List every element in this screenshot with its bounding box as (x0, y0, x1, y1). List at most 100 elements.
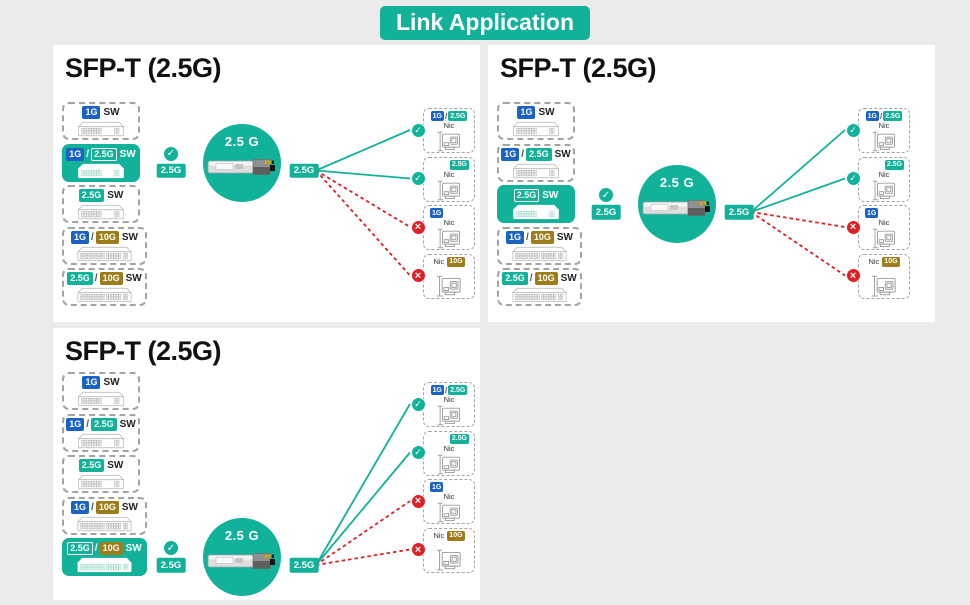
nic-label: Nic (878, 169, 890, 179)
nic-label: Nic (878, 218, 890, 227)
link-line-ok (750, 129, 846, 213)
link-line-fail (315, 500, 411, 566)
nic-card-icon (437, 228, 460, 249)
sfp-module-svg (207, 553, 275, 569)
ok-check-icon: ✓ (845, 171, 861, 186)
link-line-fail (315, 169, 411, 277)
panel-title: SFP-T (2.5G) (65, 53, 222, 83)
speed-badge-2.5g: 2.5G (67, 542, 93, 555)
speed-badge-10g: 10G (447, 256, 465, 267)
switch-suffix-label: SW (107, 190, 124, 201)
nic-card-icon (872, 276, 896, 297)
switch-icon (77, 433, 125, 448)
switch-icon (512, 287, 567, 303)
nic-card-icon (437, 405, 460, 426)
speed-separator: / (86, 418, 90, 430)
nic-label: Nic (443, 121, 455, 130)
speed-badge-1g: 1G (506, 230, 525, 244)
speed-separator: / (94, 273, 98, 284)
ok-check-icon: ✓ (845, 122, 861, 138)
nic-label: Nic (443, 443, 455, 453)
speed-badge-10g: 10G (447, 530, 465, 541)
nic-label: Nic (443, 395, 455, 404)
speed-badge-2.5g: 2.5G (448, 385, 468, 395)
switch-suffix-label: SW (107, 460, 124, 471)
speed-badge-2.5g: 2.5G (78, 189, 105, 202)
sfp-module-svg (642, 200, 710, 216)
nic-badge-row: 2.5G (424, 433, 474, 444)
nic-card-icon (872, 228, 895, 249)
nic-badge-row: 2.5G (859, 159, 909, 170)
speed-badge-2.5g: 2.5G (448, 111, 468, 121)
nic-label: Nic (433, 257, 445, 266)
speed-badge-1g: 1G (517, 106, 536, 119)
link-line-ok (315, 169, 411, 180)
link-line-ok (315, 451, 411, 566)
speed-badge-1g: 1G (865, 111, 879, 121)
speed-badge-1g: 1G (66, 147, 85, 161)
speed-badge-2.5g: 2.5G (502, 272, 528, 285)
nic-label: Nic (443, 492, 455, 501)
sfp-module-icon (207, 156, 277, 183)
switch-suffix-label: SW (119, 148, 136, 160)
nic-card-icon (437, 131, 460, 152)
switch-suffix-label: SW (554, 148, 571, 160)
switch-icon (77, 121, 125, 137)
switch-suffix-label: SW (121, 231, 138, 243)
fanout-speed-badge: 2.5G (289, 557, 319, 573)
speed-badge-1g: 1G (865, 208, 879, 218)
speed-badge-1g: 1G (430, 385, 444, 395)
speed-badge-10g: 10G (95, 230, 119, 244)
switch-icon (512, 121, 560, 137)
switch-icon (77, 557, 132, 573)
speed-badge-1g: 1G (82, 376, 101, 389)
speed-badge-10g: 10G (882, 256, 900, 267)
speed-badge-10g: 10G (99, 272, 123, 285)
switch-suffix-label: SW (560, 273, 577, 284)
link-line-fail (315, 169, 411, 228)
speed-badge-2.5g: 2.5G (91, 417, 117, 431)
uplink-check-icon: ✓ (598, 187, 614, 203)
switch-suffix-label: SW (538, 107, 555, 118)
fail-cross-icon: × (845, 268, 861, 283)
title-banner: Link Application (379, 6, 591, 40)
switch-icon (77, 391, 125, 407)
sfp-module-svg (207, 158, 275, 175)
speed-badge-1g: 1G (430, 208, 444, 218)
speed-separator: / (94, 543, 98, 554)
switch-suffix-label: SW (119, 418, 136, 430)
speed-badge-2.5g: 2.5G (91, 147, 117, 161)
speed-badge-2.5g: 2.5G (884, 159, 904, 170)
nic-badge-row: 1G/2.5G (859, 111, 909, 121)
nic-label: Nic (868, 257, 880, 266)
nic-card-icon (872, 180, 895, 200)
switch-suffix-label: SW (103, 377, 120, 388)
nic-badge-row: 1G (424, 208, 474, 218)
sfp-module-icon (642, 197, 712, 224)
link-line-ok (750, 177, 846, 213)
